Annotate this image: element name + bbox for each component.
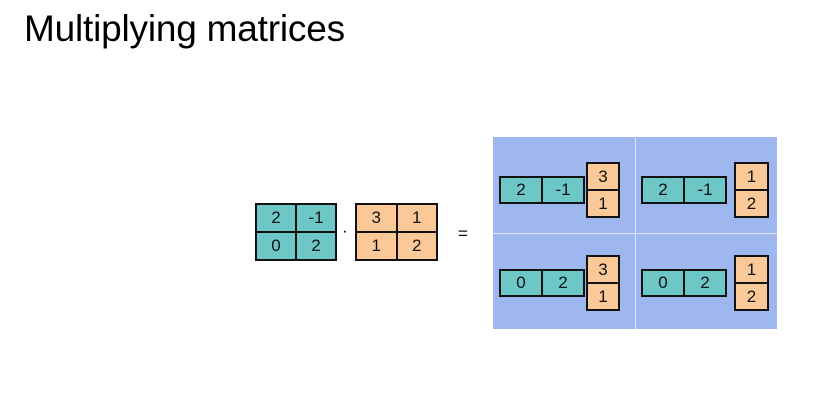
column-vector-cell: 3 bbox=[588, 164, 618, 189]
row-vector: 0 2 bbox=[641, 269, 727, 297]
dot-operator: · bbox=[342, 221, 348, 240]
breakdown-panel: 2 -1 3 1 2 -1 1 2 0 2 3 1 0 2 1 2 bbox=[493, 137, 777, 329]
column-vector: 3 1 bbox=[586, 162, 620, 218]
matrix-b-cell: 1 bbox=[357, 233, 396, 259]
matrix-b-cell: 2 bbox=[397, 233, 436, 259]
equals-sign: = bbox=[458, 224, 468, 243]
row-vector-cell: 0 bbox=[501, 271, 541, 295]
matrix-b-cell: 1 bbox=[397, 205, 436, 231]
matrix-a-cell: -1 bbox=[297, 205, 335, 231]
column-vector-cell: 1 bbox=[588, 284, 618, 309]
row-vector: 2 -1 bbox=[641, 176, 727, 204]
column-vector-cell: 1 bbox=[736, 164, 767, 189]
row-vector-cell: 0 bbox=[643, 271, 683, 295]
matrix-a-cell: 0 bbox=[257, 233, 295, 259]
column-vector-cell: 1 bbox=[736, 257, 767, 282]
panel-divider-horizontal bbox=[493, 233, 777, 234]
column-vector: 1 2 bbox=[734, 162, 769, 218]
row-vector-cell: -1 bbox=[543, 178, 583, 202]
column-vector: 1 2 bbox=[734, 255, 769, 311]
column-vector-cell: 2 bbox=[736, 191, 767, 216]
matrix-b-cell: 3 bbox=[357, 205, 396, 231]
matrix-a: 2 -1 0 2 bbox=[255, 203, 337, 261]
row-vector-cell: 2 bbox=[685, 271, 725, 295]
row-vector-cell: 2 bbox=[543, 271, 583, 295]
row-vector: 0 2 bbox=[499, 269, 585, 297]
matrix-a-cell: 2 bbox=[297, 233, 335, 259]
row-vector-cell: -1 bbox=[685, 178, 725, 202]
matrix-a-cell: 2 bbox=[257, 205, 295, 231]
slide-title: Multiplying matrices bbox=[24, 8, 345, 49]
matrix-b: 3 1 1 2 bbox=[355, 203, 438, 261]
column-vector: 3 1 bbox=[586, 255, 620, 311]
column-vector-cell: 3 bbox=[588, 257, 618, 282]
row-vector-cell: 2 bbox=[501, 178, 541, 202]
row-vector-cell: 2 bbox=[643, 178, 683, 202]
row-vector: 2 -1 bbox=[499, 176, 585, 204]
column-vector-cell: 2 bbox=[736, 284, 767, 309]
column-vector-cell: 1 bbox=[588, 191, 618, 216]
